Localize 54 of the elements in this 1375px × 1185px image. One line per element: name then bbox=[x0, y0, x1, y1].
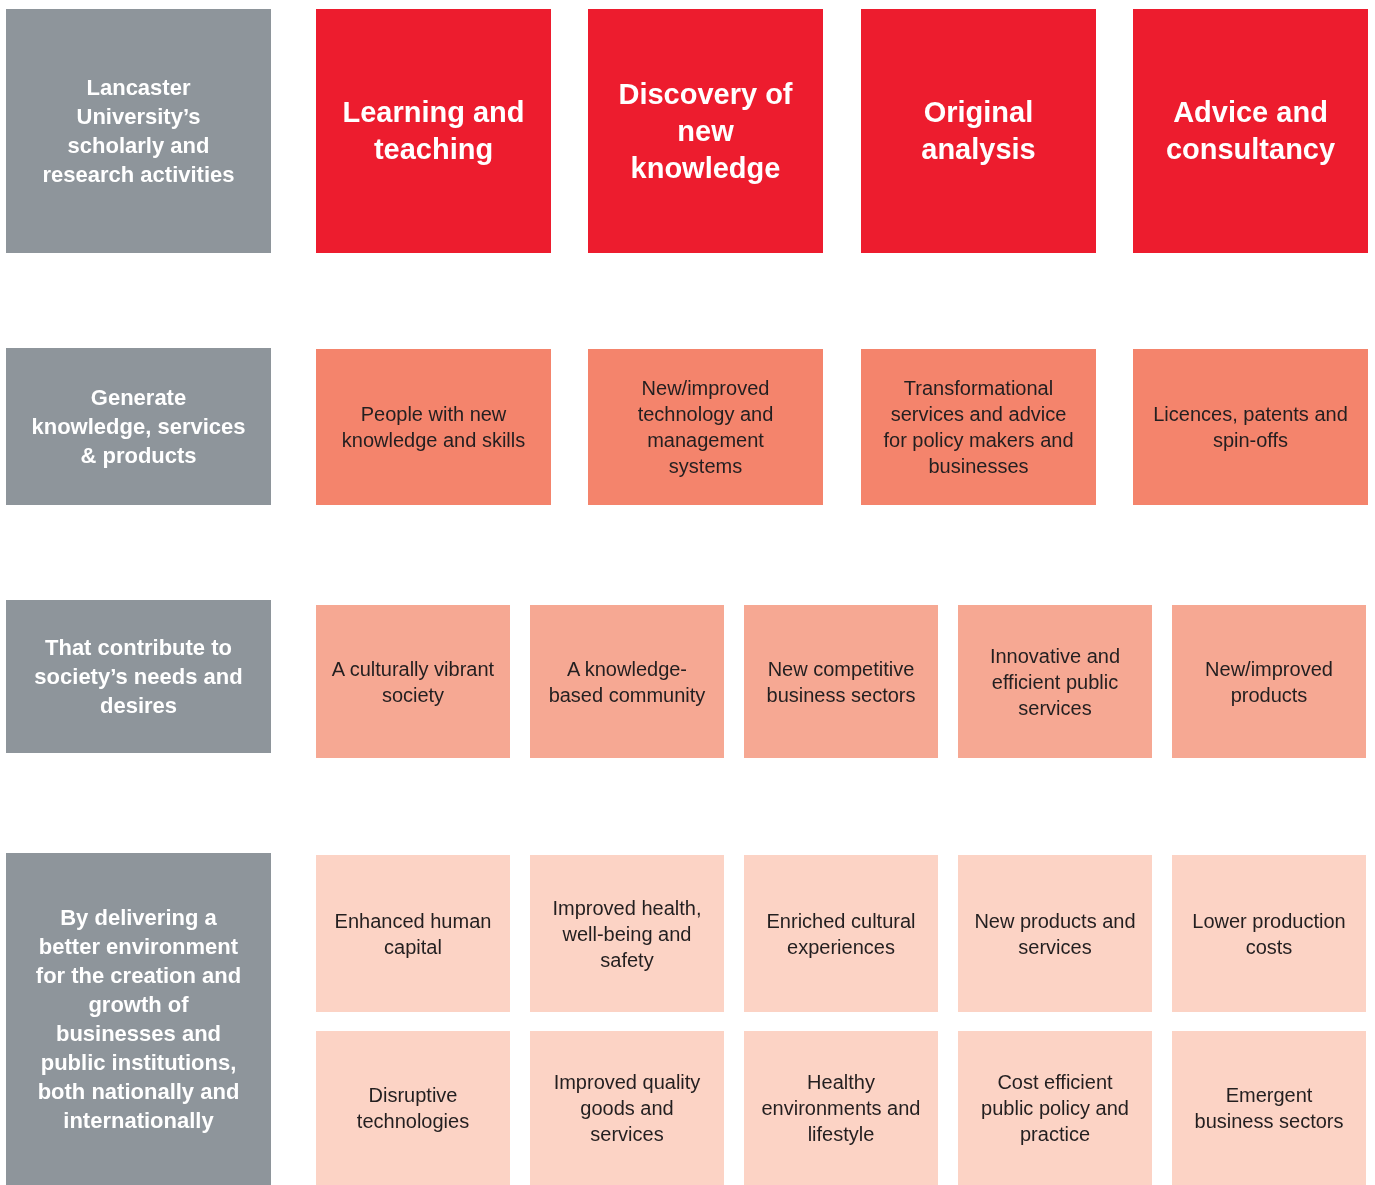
activity-box bbox=[588, 9, 823, 253]
activity-box bbox=[316, 9, 551, 253]
box-text: By delivering a better environment for the creation and growth of businesses and public institutions, both nationally and internationally bbox=[34, 904, 243, 1135]
box-text: Enriched cultural experiences bbox=[765, 908, 917, 960]
box-text: New/improved technology and management systems bbox=[636, 376, 775, 479]
box-text: New/improved products bbox=[1204, 656, 1334, 708]
box-text: Transformational services and advice for policy makers and businesses bbox=[882, 376, 1075, 479]
output-box bbox=[316, 349, 551, 505]
benefit-box bbox=[958, 855, 1152, 1012]
benefit-box bbox=[744, 1031, 938, 1185]
output-box bbox=[588, 349, 823, 505]
box-text: Healthy environments and lifestyle bbox=[760, 1070, 922, 1147]
benefit-box bbox=[530, 855, 724, 1012]
benefit-box bbox=[1172, 855, 1366, 1012]
box-text: Learning and teaching bbox=[341, 95, 526, 167]
box-text: New competitive business sectors bbox=[765, 656, 917, 708]
activity-box bbox=[1133, 9, 1368, 253]
box-text: Lancaster University’s scholarly and research activities bbox=[41, 74, 236, 189]
box-text: New products and services bbox=[973, 908, 1137, 960]
row-heading-box bbox=[6, 600, 271, 753]
box-text: Enhanced human capital bbox=[333, 908, 493, 960]
box-text: Licences, patents and spin-offs bbox=[1153, 402, 1348, 453]
output-box bbox=[1133, 349, 1368, 505]
benefit-box bbox=[316, 855, 510, 1012]
box-text: Original analysis bbox=[920, 95, 1037, 167]
benefit-box bbox=[744, 855, 938, 1012]
contribution-box bbox=[744, 605, 938, 758]
row-heading-box bbox=[6, 9, 271, 253]
row-heading-box bbox=[6, 853, 271, 1185]
box-text: Improved health, well-being and safety bbox=[551, 895, 703, 973]
box-text: People with new knowledge and skills bbox=[340, 402, 527, 453]
output-box bbox=[861, 349, 1096, 505]
box-text: That contribute to society’s needs and desires bbox=[33, 634, 244, 720]
box-text: Improved quality goods and services bbox=[552, 1070, 702, 1147]
box-text: Discovery of new knowledge bbox=[617, 76, 794, 186]
box-text: A culturally vibrant society bbox=[330, 656, 496, 708]
box-text: Lower production costs bbox=[1191, 908, 1347, 960]
box-text: A knowledge-based community bbox=[547, 656, 707, 708]
benefit-box bbox=[1172, 1031, 1366, 1185]
box-text: Disruptive technologies bbox=[355, 1083, 471, 1134]
contribution-box bbox=[530, 605, 724, 758]
box-text: Advice and consultancy bbox=[1164, 95, 1337, 167]
box-text: Generate knowledge, services & products bbox=[30, 384, 247, 470]
benefit-box bbox=[530, 1031, 724, 1185]
contribution-box bbox=[1172, 605, 1366, 758]
row-heading-box bbox=[6, 348, 271, 505]
activity-box bbox=[861, 9, 1096, 253]
box-text: Cost efficient public policy and practice bbox=[980, 1070, 1130, 1147]
contribution-box bbox=[316, 605, 510, 758]
benefit-box bbox=[958, 1031, 1152, 1185]
benefit-box bbox=[316, 1031, 510, 1185]
box-text: Innovative and efficient public services bbox=[988, 643, 1122, 721]
box-text: Emergent business sectors bbox=[1193, 1083, 1345, 1134]
contribution-box bbox=[958, 605, 1152, 758]
